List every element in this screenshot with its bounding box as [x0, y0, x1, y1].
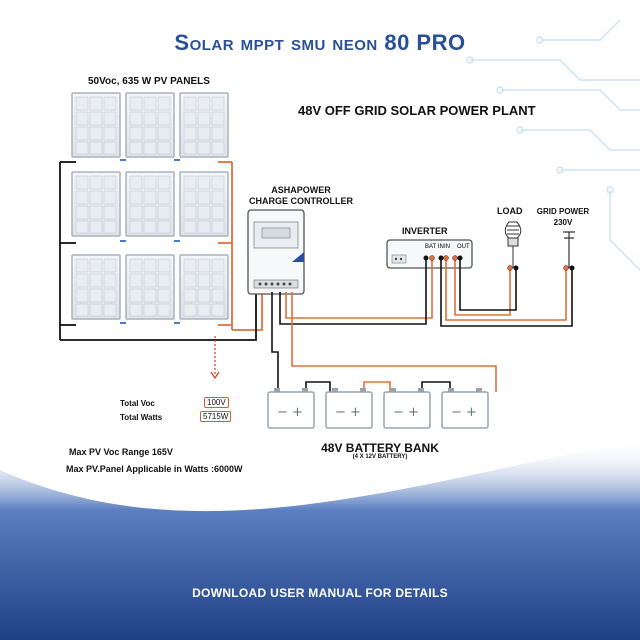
spec-max-watts: Max PV.Panel Applicable in Watts :6000W — [66, 464, 243, 474]
ac-wiring — [440, 258, 573, 327]
battery-unit: − + — [441, 388, 489, 429]
pv-panel — [125, 254, 175, 320]
inverter-label: INVERTER — [402, 226, 448, 236]
pv-panel — [71, 171, 121, 237]
circuit-decoration — [466, 19, 640, 271]
summary-arrow — [210, 336, 220, 380]
pv-panel — [125, 171, 175, 237]
battery-unit: − + — [325, 388, 373, 429]
battery-bank-subtitle: (4 X 12V BATTERY) — [352, 454, 408, 460]
svg-text:− +: − + — [451, 405, 477, 420]
total-voc-label: Total Voc — [120, 399, 155, 408]
pv-panels-label: 50Voc, 635 W PV PANELS — [88, 76, 210, 87]
spec-max-voc: Max PV Voc Range 165V — [69, 447, 173, 457]
pv-panel — [71, 254, 121, 320]
terminal-dots — [429, 255, 569, 271]
plant-title: 48V OFF GRID SOLAR POWER PLANT — [298, 103, 536, 118]
inverter-bat-in-label: BAT IN — [425, 244, 444, 250]
inverter-out-label: OUT — [457, 244, 470, 250]
dc-wiring — [271, 258, 497, 392]
total-voc-value: 100V — [204, 397, 229, 408]
total-watts-label: Total Watts — [120, 413, 163, 422]
panel-series-wiring — [59, 159, 263, 341]
grid-tower-icon — [563, 231, 575, 268]
grid-voltage: 230V — [553, 218, 573, 227]
battery-bank-title: 48V BATTERY BANK — [321, 441, 439, 455]
battery-bank: − + − + − + − + — [267, 388, 489, 429]
charge-controller-label: ASHAPOWER CHARGE CONTROLLER — [246, 185, 356, 207]
charge-controller-type: CHARGE CONTROLLER — [249, 196, 353, 206]
total-watts-value: 5715W — [200, 411, 232, 422]
charge-controller-unit — [247, 209, 305, 295]
load-bulb-icon — [504, 221, 522, 268]
download-manual-link[interactable]: DOWNLOAD USER MANUAL FOR DETAILS — [192, 586, 448, 600]
battery-unit: − + — [267, 388, 315, 429]
grid-power-label: GRID POWER — [536, 207, 590, 216]
pv-panel — [179, 92, 229, 158]
svg-text:− +: − + — [335, 405, 361, 420]
svg-text:− +: − + — [393, 405, 419, 420]
pv-panel-array — [71, 92, 229, 320]
inverter-in-label: IN — [444, 244, 450, 250]
pv-panel — [125, 92, 175, 158]
battery-unit: − + — [383, 388, 431, 429]
pv-panel — [179, 254, 229, 320]
charge-controller-brand: ASHAPOWER — [271, 185, 331, 195]
pv-panel — [179, 171, 229, 237]
inverter-unit — [386, 239, 473, 269]
load-label: LOAD — [497, 206, 523, 216]
svg-text:− +: − + — [277, 405, 303, 420]
footer-wave — [0, 440, 640, 640]
pv-panel — [71, 92, 121, 158]
page-title: Solar mppt smu neon 80 PRO — [174, 30, 466, 55]
grid-label: GRID POWER 230V — [533, 206, 593, 228]
